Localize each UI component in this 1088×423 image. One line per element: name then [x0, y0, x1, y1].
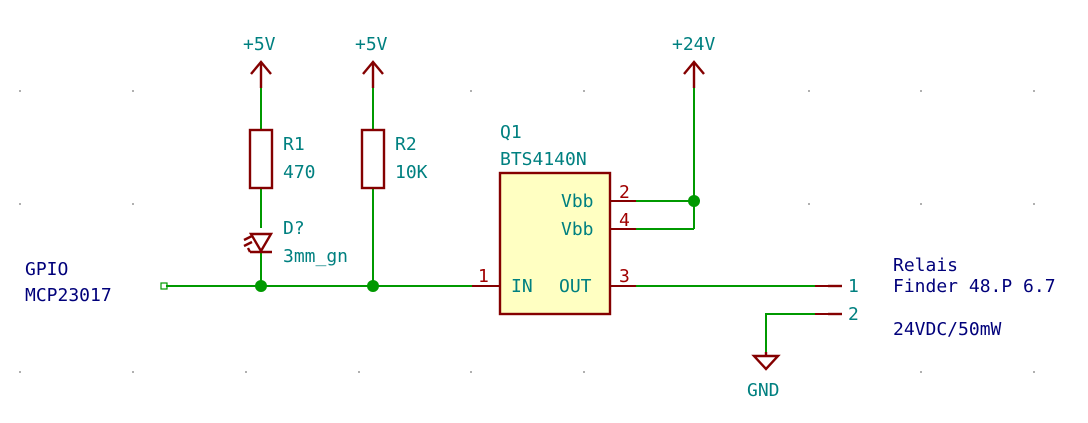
r2-value: 10K — [395, 162, 428, 183]
q1-value: BTS4140N — [500, 149, 587, 170]
relay-label: Relais — [893, 255, 958, 276]
q1-supply-label: +24V — [672, 34, 716, 55]
relay-pin-1-number: 1 — [848, 276, 859, 297]
resistor-icon — [360, 128, 386, 190]
led-ref: D? — [283, 218, 305, 239]
resistor-icon — [248, 128, 274, 190]
gpio-port-marker — [160, 282, 168, 290]
wires — [166, 86, 815, 354]
relay-rating: 24VDC/50mW — [893, 319, 1002, 340]
q1-pin-vbb-b: Vbb — [561, 219, 594, 240]
led-value: 3mm_gn — [283, 246, 348, 267]
q1-pin-vbb-a: Vbb — [561, 191, 594, 212]
q1-pin-out: OUT — [559, 276, 592, 297]
led-icon — [248, 232, 274, 254]
r1-value: 470 — [283, 162, 316, 183]
light-arrow-icon — [243, 234, 253, 242]
power-symbol-r1: +5V — [243, 34, 276, 88]
gpio-chip-label: MCP23017 — [25, 285, 112, 306]
q1-pin-number-2: 2 — [619, 182, 630, 203]
relay-pin-2-number: 2 — [848, 304, 859, 325]
resistor-r1: R1 470 — [248, 128, 316, 190]
r1-supply-label: +5V — [243, 34, 276, 55]
power-symbol-24v: +24V — [672, 34, 716, 88]
resistor-r2: R2 10K — [360, 128, 428, 190]
q1-ref: Q1 — [500, 122, 522, 143]
gpio-label: GPIO — [25, 259, 68, 280]
q1-body — [498, 171, 612, 316]
ground-label: GND — [747, 380, 780, 401]
q1-pin-number-4: 4 — [619, 210, 630, 231]
junction-led-node — [255, 280, 267, 292]
r1-ref: R1 — [283, 134, 305, 155]
ground-icon — [751, 354, 781, 371]
junction-r2-node — [367, 280, 379, 292]
wire-relay-to-gnd — [765, 313, 815, 354]
q1-pin-number-3: 3 — [619, 266, 630, 287]
q1-pin-number-1: 1 — [478, 266, 489, 287]
power-symbol-r2: +5V — [355, 34, 388, 88]
r2-ref: R2 — [395, 134, 417, 155]
junction-vbb — [688, 195, 700, 207]
relay-model: Finder 48.P 6.7 — [893, 276, 1056, 297]
r2-supply-label: +5V — [355, 34, 388, 55]
switch-q1: Q1 BTS4140N Vbb Vbb IN OUT 2 4 1 3 — [472, 122, 636, 316]
relay-connector: 1 2 Relais Finder 48.P 6.7 24VDC/50mW — [815, 255, 1056, 340]
led-d1: D? 3mm_gn — [243, 218, 348, 267]
q1-pin-in: IN — [511, 276, 533, 297]
grid-dots — [19, 90, 1035, 373]
ground-symbol: GND — [747, 352, 781, 401]
